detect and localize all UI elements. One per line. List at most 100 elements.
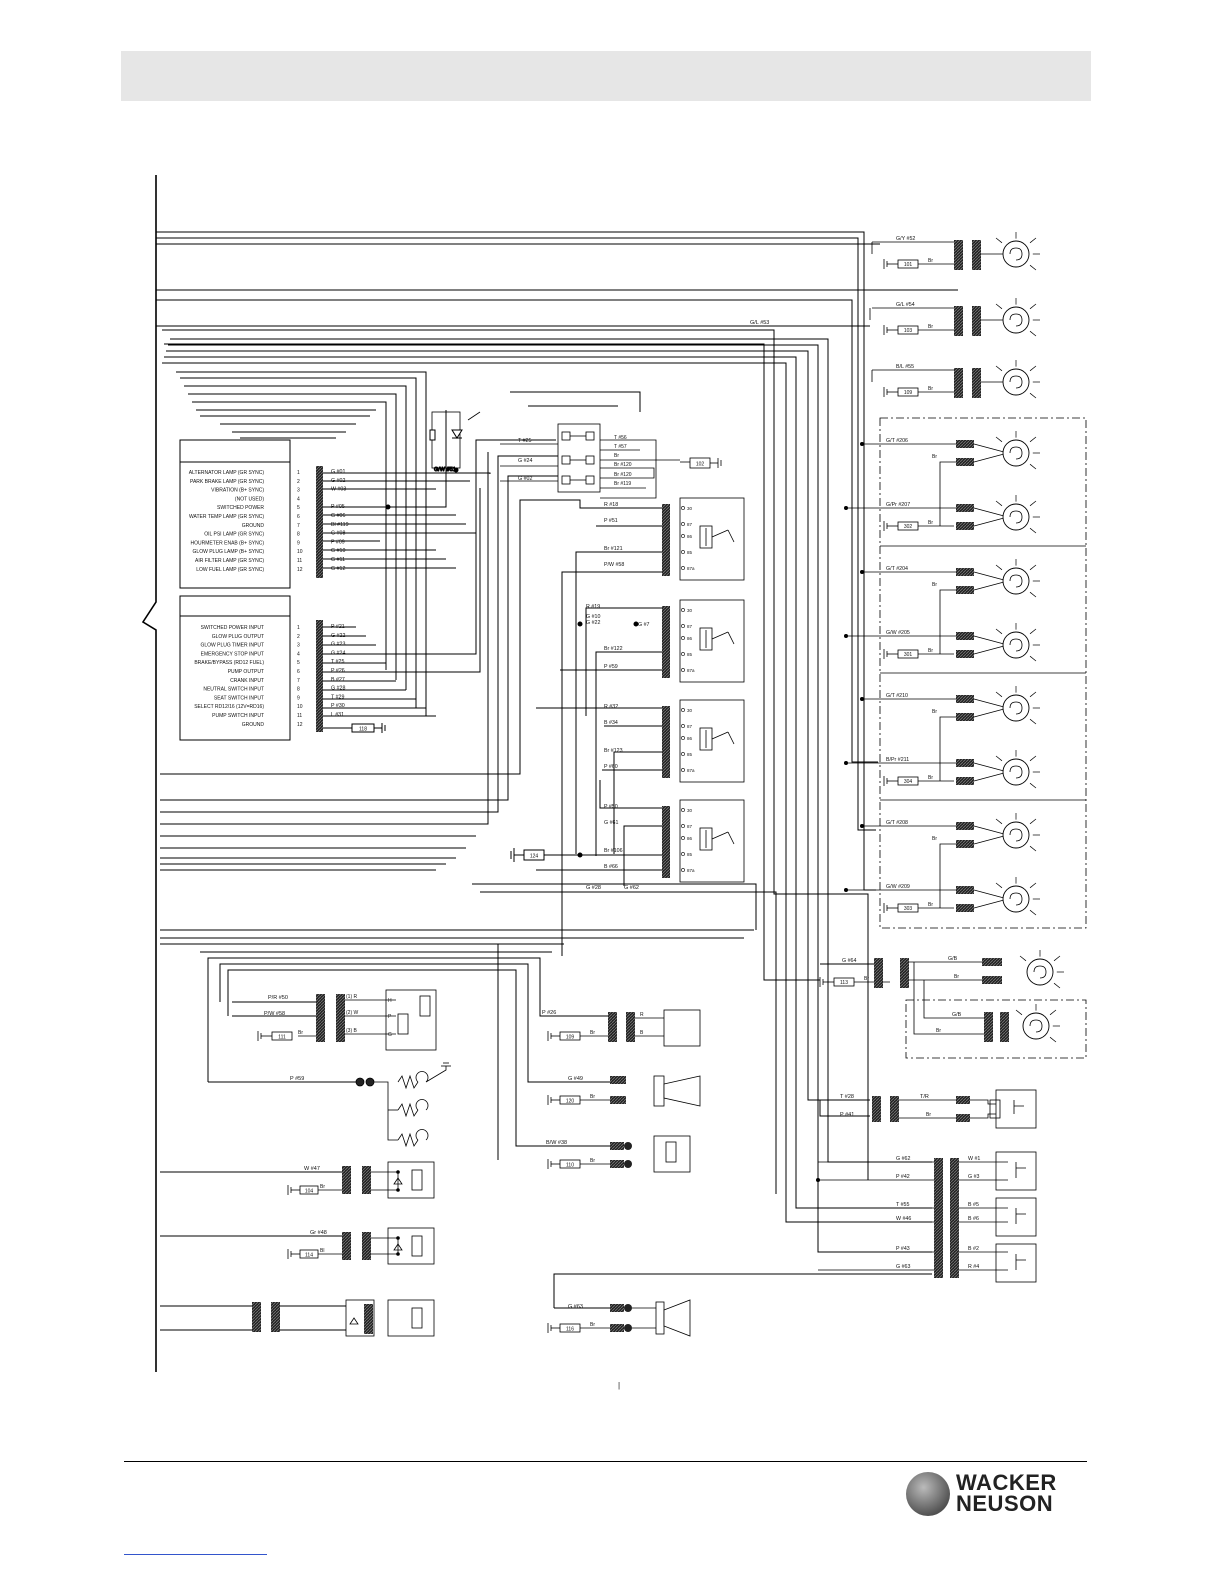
relay-wire-label: Br #123 xyxy=(604,748,623,754)
switch-right-wire: Br #119 xyxy=(614,481,631,487)
lamp-group-ground-wire: Br xyxy=(932,836,937,842)
ground-wire-label: Br xyxy=(928,902,933,908)
horn-ground-wire: Br xyxy=(590,1094,595,1100)
seat-wire-1: T #28 xyxy=(840,1094,854,1100)
switch-right-wire: Br #120 xyxy=(614,472,632,478)
connector xyxy=(954,306,963,336)
lamp-bulb-icon xyxy=(995,495,1040,534)
ecu-pin: 7 xyxy=(297,678,300,684)
switch-bank-right-wire: G #3 xyxy=(968,1174,980,1180)
beacon-wire: G #64 xyxy=(842,958,856,964)
ground-wire-label: Br xyxy=(928,324,933,330)
relay-pin-label: 87 xyxy=(687,522,693,527)
ecu-pin: 7 xyxy=(297,523,300,529)
relay-pin-label: 85 xyxy=(687,752,693,757)
ecu-label: SEAT SWITCH INPUT xyxy=(214,695,264,701)
relay-contact xyxy=(705,830,735,848)
relay-pin-label: 30 xyxy=(687,808,693,813)
relay-pin-dot xyxy=(681,724,685,728)
ecu-pin: 12 xyxy=(297,722,303,728)
relay-pin-label: 87a xyxy=(687,566,695,571)
ground-ref-102: 102 xyxy=(696,462,705,468)
relay-pin-label: 86 xyxy=(687,836,693,841)
lamp-bulb-icon xyxy=(995,813,1040,852)
lamp-group-wire-a: G/T #204 xyxy=(886,566,908,572)
horn-assembly: 120 G #49 Br xyxy=(547,1075,701,1107)
lamp-bulb-icon xyxy=(1015,1004,1060,1043)
page-header-band xyxy=(121,51,1091,101)
footer-link-underline xyxy=(124,1554,267,1555)
fuel-sol-wire: B/W #38 xyxy=(546,1140,567,1146)
starter-assembly: 109 P #26 Br R B xyxy=(542,1009,701,1047)
relay-pin-dot xyxy=(681,566,685,570)
relay-wire-label: P #60 xyxy=(604,764,618,770)
relay-wire-label: R #19 xyxy=(586,604,600,610)
relay-pin-label: 30 xyxy=(687,506,693,511)
lamp-group-ground-ref: 301 xyxy=(904,652,913,658)
ground-wire-label: Br xyxy=(928,258,933,264)
relay-contact xyxy=(705,528,735,546)
lamp-bulb-icon xyxy=(995,298,1040,337)
lamp-bulb-icon xyxy=(995,431,1040,470)
lamp-group-ground-ref: 304 xyxy=(904,779,913,785)
relay-pin-dot xyxy=(681,636,685,640)
ecu-pin: 4 xyxy=(297,651,300,657)
ecu-pin: 5 xyxy=(297,505,300,511)
relay-wire-label: R #18 xyxy=(604,502,618,508)
ecu-label: (NOT USED) xyxy=(235,496,264,502)
switch-bank-right-wire: B #2 xyxy=(968,1246,979,1252)
pump-pin-1: (1) R xyxy=(346,994,358,1000)
ecu-pin: 2 xyxy=(297,479,300,485)
fuel-solenoid-assembly: 110 B/W #38 Br xyxy=(546,1135,691,1173)
switch-bank-left-wire: P #42 xyxy=(896,1174,910,1180)
switch-bank-left-wire: G #62 xyxy=(896,1156,910,1162)
bottom-wire-1: G #28 xyxy=(586,885,601,891)
page-mark: | xyxy=(618,1381,620,1390)
backup-alarm-assembly: 116 G #63 Br xyxy=(547,1299,691,1337)
ecu-label: VIBRATION (B+ SYNC) xyxy=(211,488,264,494)
relay-pin-label: 85 xyxy=(687,550,693,555)
ecu-pin: 9 xyxy=(297,540,300,546)
top-lamp-ground-ref: 103 xyxy=(904,328,913,334)
lamp-group-wire-b: G/W #205 xyxy=(886,630,910,636)
ground-wire-label: Br xyxy=(928,520,933,526)
relay-connector xyxy=(662,706,670,778)
ecu-pin: 1 xyxy=(297,625,300,631)
ecu-label: HOURMETER ENAB (B+ SYNC) xyxy=(191,540,265,546)
pump-relay-module: 111 P/R #50 P/W #58 Br (1) R (2) W (3) B… xyxy=(257,989,437,1051)
switch-left-wire: G #24 xyxy=(518,458,532,464)
ground-ref-110: 110 xyxy=(566,1163,574,1169)
backup-alarm-wire: G #63 xyxy=(568,1304,583,1310)
relay-pin-dot xyxy=(681,668,685,672)
ecu-pin: 6 xyxy=(297,669,300,675)
relay-pin-label: 30 xyxy=(687,608,693,613)
connector xyxy=(954,368,963,398)
ecu-pin: 11 xyxy=(297,558,302,564)
relay-wire-label: P/W #58 xyxy=(604,562,624,568)
pump-pin-2: (2) W xyxy=(346,1010,359,1016)
lamp-bulb-icon xyxy=(995,623,1040,662)
pump-pin-3: (3) B xyxy=(346,1028,358,1034)
footer-rule xyxy=(124,1461,1087,1462)
ecu-label: WATER TEMP LAMP (GR SYNC) xyxy=(189,514,264,520)
ecu-label: PARK BRAKE LAMP (GR SYNC) xyxy=(190,479,264,485)
relay-pin-label: 86 xyxy=(687,736,693,741)
ecu-label: SWITCHED POWER INPUT xyxy=(201,625,264,631)
ecu-pin: 12 xyxy=(297,567,303,573)
logo-emblem-icon xyxy=(906,1472,950,1516)
switch-bank-left-wire: G #63 xyxy=(896,1264,910,1270)
ground-wire-label: Br xyxy=(928,775,933,781)
ecu-label: GLOW PLUG LAMP (B+ SYNC) xyxy=(193,549,265,555)
ecu-wire-label: P #30 xyxy=(331,703,345,709)
ecu-pin: 8 xyxy=(297,687,300,693)
seat-out-1: T/R xyxy=(920,1094,929,1100)
ecu-pin: 10 xyxy=(297,704,303,710)
relay-connector xyxy=(662,606,670,678)
ecu-pin: 4 xyxy=(297,496,300,502)
fuel-sol-ground-wire: Br xyxy=(590,1158,595,1164)
